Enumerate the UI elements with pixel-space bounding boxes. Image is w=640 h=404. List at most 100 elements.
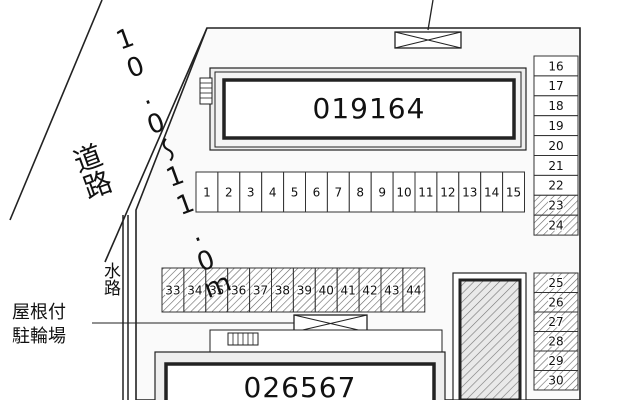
parking-space-number: 22 <box>548 179 563 193</box>
parking-space-10: 10 <box>392 171 416 213</box>
parking-space-number: 42 <box>362 283 377 297</box>
parking-space-number: 3 <box>247 185 255 199</box>
annex-building <box>452 272 527 400</box>
parking-column-lower-right: 25 26 27 28 29 30 <box>533 272 579 391</box>
parking-space-9: 9 <box>370 171 394 213</box>
parking-space-4: 4 <box>261 171 285 213</box>
parking-space-number: 26 <box>548 296 563 310</box>
parking-space-25: 25 <box>533 272 579 293</box>
parking-space-21: 21 <box>533 155 579 176</box>
parking-space-20: 20 <box>533 135 579 157</box>
parking-space-34: 34 <box>183 267 207 313</box>
parking-space-number: 11 <box>418 185 433 199</box>
parking-space-number: 14 <box>484 185 499 199</box>
parking-column-upper-right: 16 17 18 19 20 21 22 23 24 <box>533 55 579 236</box>
parking-space-number: 4 <box>269 185 277 199</box>
parking-space-number: 23 <box>548 199 563 213</box>
parking-space-5: 5 <box>283 171 307 213</box>
parking-space-number: 12 <box>440 185 455 199</box>
building-019164 <box>209 67 527 151</box>
parking-space-number: 39 <box>297 283 312 297</box>
parking-space-35: 35 <box>205 267 229 313</box>
building-019164-label: 019164 <box>312 92 426 125</box>
parking-space-number: 20 <box>548 139 563 153</box>
parking-space-11: 11 <box>414 171 438 213</box>
parking-space-number: 24 <box>548 218 563 232</box>
parking-space-33: 33 <box>161 267 185 313</box>
parking-space-number: 19 <box>548 119 563 133</box>
parking-space-number: 17 <box>548 79 563 93</box>
parking-space-23: 23 <box>533 194 579 216</box>
parking-space-37: 37 <box>249 267 273 313</box>
road-edge-outer <box>9 0 103 221</box>
parking-space-17: 17 <box>533 75 579 97</box>
parking-space-number: 40 <box>319 283 334 297</box>
bicycle-shelter-top <box>394 31 462 49</box>
parking-space-number: 34 <box>187 283 202 297</box>
parking-space-number: 28 <box>548 335 563 349</box>
parking-space-14: 14 <box>480 171 504 213</box>
parking-space-42: 42 <box>358 267 382 313</box>
parking-space-19: 19 <box>533 115 579 137</box>
parking-space-number: 8 <box>356 185 364 199</box>
parking-space-40: 40 <box>314 267 338 313</box>
parking-space-number: 33 <box>165 283 180 297</box>
parking-space-8: 8 <box>348 171 372 213</box>
parking-space-number: 7 <box>335 185 343 199</box>
parking-space-27: 27 <box>533 311 579 332</box>
building-019164-vent <box>199 77 213 105</box>
parking-space-2: 2 <box>217 171 241 213</box>
parking-space-number: 37 <box>253 283 268 297</box>
parking-space-number: 25 <box>548 276 563 290</box>
parking-space-number: 18 <box>548 99 563 113</box>
parking-space-number: 21 <box>548 159 563 173</box>
parking-space-number: 29 <box>548 354 563 368</box>
parking-space-3: 3 <box>239 171 263 213</box>
parking-space-number: 13 <box>462 185 477 199</box>
roofed-bicycle-parking <box>293 314 368 333</box>
parking-space-number: 41 <box>341 283 356 297</box>
road-edge-inner <box>104 27 208 263</box>
parking-space-number: 2 <box>225 185 233 199</box>
building-026567 <box>154 351 446 400</box>
parking-space-number: 9 <box>378 185 386 199</box>
parking-space-6: 6 <box>305 171 328 213</box>
parking-space-38: 38 <box>271 267 294 313</box>
parking-space-number: 6 <box>313 185 321 199</box>
building-026567-vent <box>227 332 259 346</box>
parking-space-number: 30 <box>548 374 563 388</box>
waterway-label: 水路 <box>100 262 120 296</box>
parking-space-39: 39 <box>292 267 316 313</box>
parking-space-16: 16 <box>533 55 579 77</box>
parking-space-44: 44 <box>402 267 426 313</box>
parking-space-number: 44 <box>406 283 421 297</box>
roofed-bicycle-parking-label-1: 屋根付 <box>12 302 66 323</box>
parking-space-number: 15 <box>506 185 521 199</box>
building-026567-label: 026567 <box>243 371 357 404</box>
parking-space-28: 28 <box>533 331 579 352</box>
parking-space-number: 5 <box>291 185 299 199</box>
parking-space-15: 15 <box>502 171 526 213</box>
parking-space-22: 22 <box>533 174 579 196</box>
parking-space-12: 12 <box>436 171 460 213</box>
parking-space-26: 26 <box>533 292 579 313</box>
parking-space-number: 38 <box>275 283 290 297</box>
parking-space-18: 18 <box>533 95 579 117</box>
parking-space-number: 10 <box>396 185 411 199</box>
roofed-bicycle-parking-label-2: 駐輪場 <box>12 326 66 347</box>
parking-space-41: 41 <box>336 267 360 313</box>
parking-space-number: 43 <box>384 283 399 297</box>
parking-space-43: 43 <box>380 267 404 313</box>
entrance-leader <box>427 0 434 31</box>
parking-space-number: 1 <box>203 185 211 199</box>
parking-space-30: 30 <box>533 370 579 391</box>
parking-row-middle: 33 34 35 36 37 38 39 40 41 42 43 44 <box>161 267 426 313</box>
parking-space-number: 36 <box>231 283 246 297</box>
parking-space-number: 16 <box>548 59 563 73</box>
parking-space-number: 27 <box>548 315 563 329</box>
parking-space-13: 13 <box>458 171 482 213</box>
parking-space-number: 35 <box>209 283 224 297</box>
parking-space-24: 24 <box>533 214 579 236</box>
